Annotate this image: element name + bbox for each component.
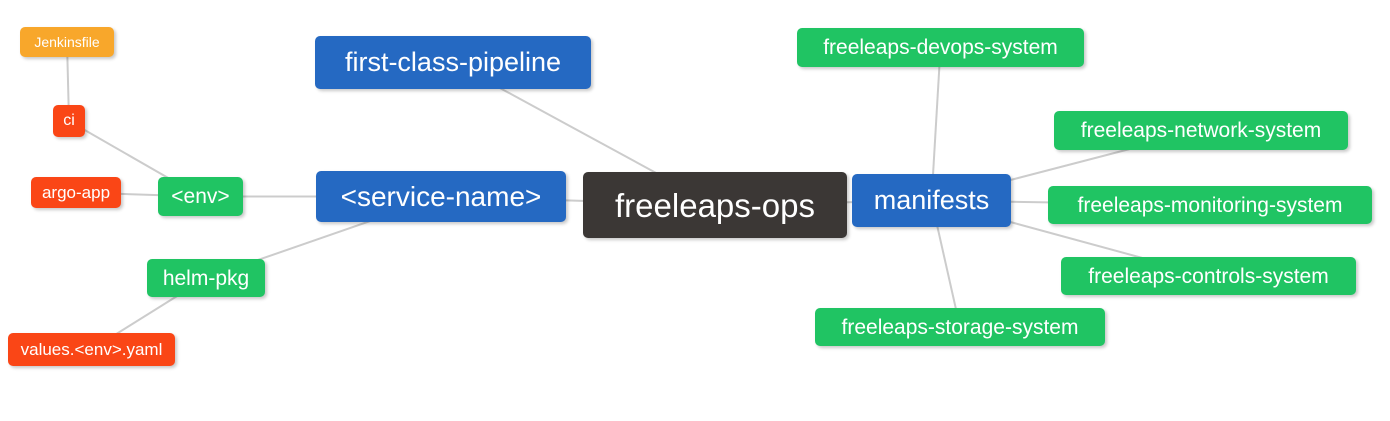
mindmap-node-first-class-pipeline[interactable]: first-class-pipeline	[315, 36, 591, 89]
mindmap-node-jenkinsfile[interactable]: Jenkinsfile	[20, 27, 114, 57]
mindmap-node-service-name[interactable]: <service-name>	[316, 171, 566, 222]
mindmap-node-values-env-yaml[interactable]: values.<env>.yaml	[8, 333, 175, 366]
mindmap-node-freeleaps-controls-system[interactable]: freeleaps-controls-system	[1061, 257, 1356, 295]
mindmap-node-freeleaps-monitoring-system[interactable]: freeleaps-monitoring-system	[1048, 186, 1372, 224]
mindmap-node-argo-app[interactable]: argo-app	[31, 177, 121, 208]
mindmap-node-freeleaps-network-system[interactable]: freeleaps-network-system	[1054, 111, 1348, 150]
mindmap-node-freeleaps-ops[interactable]: freeleaps-ops	[583, 172, 847, 238]
mindmap-node-freeleaps-storage-system[interactable]: freeleaps-storage-system	[815, 308, 1105, 346]
mindmap-node-manifests[interactable]: manifests	[852, 174, 1011, 227]
mindmap-node-freeleaps-devops-system[interactable]: freeleaps-devops-system	[797, 28, 1084, 67]
mindmap-node-ci[interactable]: ci	[53, 105, 85, 137]
mindmap-node-helm-pkg[interactable]: helm-pkg	[147, 259, 265, 297]
mindmap-node-env[interactable]: <env>	[158, 177, 243, 216]
